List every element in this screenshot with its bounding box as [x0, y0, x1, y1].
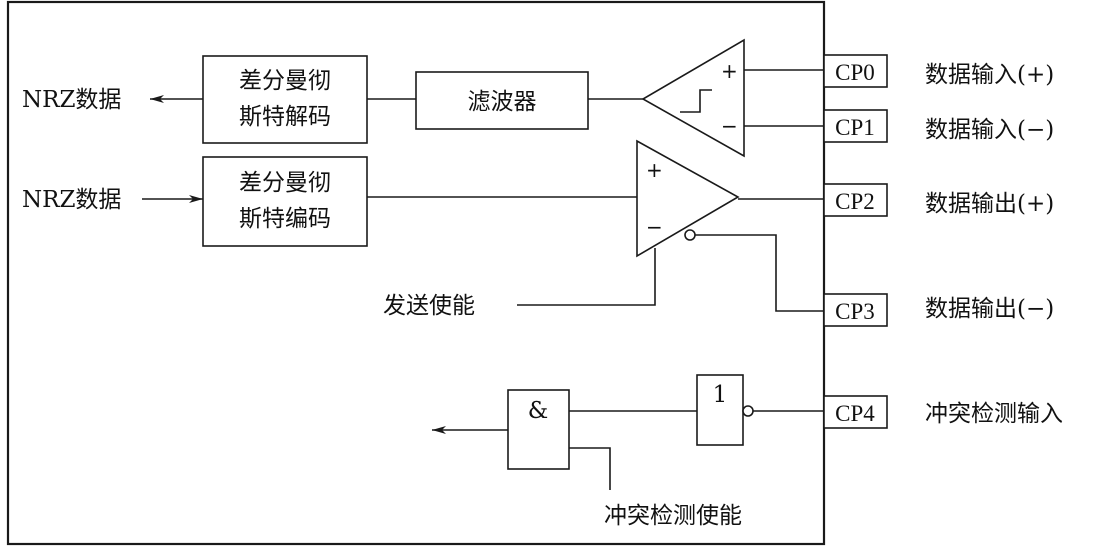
collision-enable-label: 冲突检测使能	[604, 503, 742, 529]
not-gate-bubble	[742, 405, 754, 417]
comparator-triangle	[641, 38, 745, 158]
collision-enable-wire	[569, 447, 611, 490]
inverter-bubble	[684, 229, 696, 241]
driver-triangle	[636, 139, 740, 258]
encoder-block	[202, 156, 368, 247]
pin-cp0: CP0	[823, 54, 888, 88]
pin-cp0-label: CP0	[835, 60, 875, 85]
pin-label-collision-in: 冲突检测输入	[925, 401, 1063, 427]
encoder-label-line2: 斯特编码	[239, 206, 331, 232]
not-gate-label: 1	[713, 382, 728, 408]
nrz-in-label: NRZ数据	[22, 187, 121, 213]
pin-label-data-in-plus: 数据输入(+)	[925, 62, 1054, 88]
comparator-minus: −	[721, 114, 738, 138]
filter-block	[415, 71, 589, 130]
hysteresis-symbol	[680, 89, 712, 113]
driver-plus: +	[646, 158, 663, 182]
decoder-block	[202, 55, 368, 144]
pin-cp1: CP1	[823, 109, 888, 143]
pin-cp4: CP4	[823, 395, 888, 429]
driver-minus: −	[646, 215, 663, 239]
decoder-label-line2: 斯特解码	[239, 104, 331, 130]
pin-label-data-out-minus: 数据输出(−)	[925, 296, 1054, 322]
pin-cp2: CP2	[823, 183, 888, 217]
send-enable-label: 发送使能	[383, 293, 475, 319]
pin-label-data-in-minus: 数据输入(−)	[925, 117, 1054, 143]
send-enable-wire	[517, 248, 656, 306]
decoder-label-line1: 差分曼彻	[239, 68, 331, 94]
filter-label: 滤波器	[468, 89, 537, 115]
pin-label-data-out-plus: 数据输出(+)	[925, 191, 1054, 217]
pin-cp2-label: CP2	[835, 189, 875, 214]
chip-boundary	[6, 0, 826, 546]
encoder-label-line1: 差分曼彻	[239, 170, 331, 196]
nrz-out-label: NRZ数据	[22, 87, 121, 113]
pin-cp4-label: CP4	[835, 401, 875, 426]
and-gate-label: &	[528, 398, 548, 424]
pin-cp3: CP3	[823, 293, 888, 327]
comparator-plus: +	[721, 59, 738, 83]
pin-cp1-label: CP1	[835, 115, 875, 140]
pin-cp3-label: CP3	[835, 299, 875, 324]
cp3-wire	[695, 234, 824, 312]
